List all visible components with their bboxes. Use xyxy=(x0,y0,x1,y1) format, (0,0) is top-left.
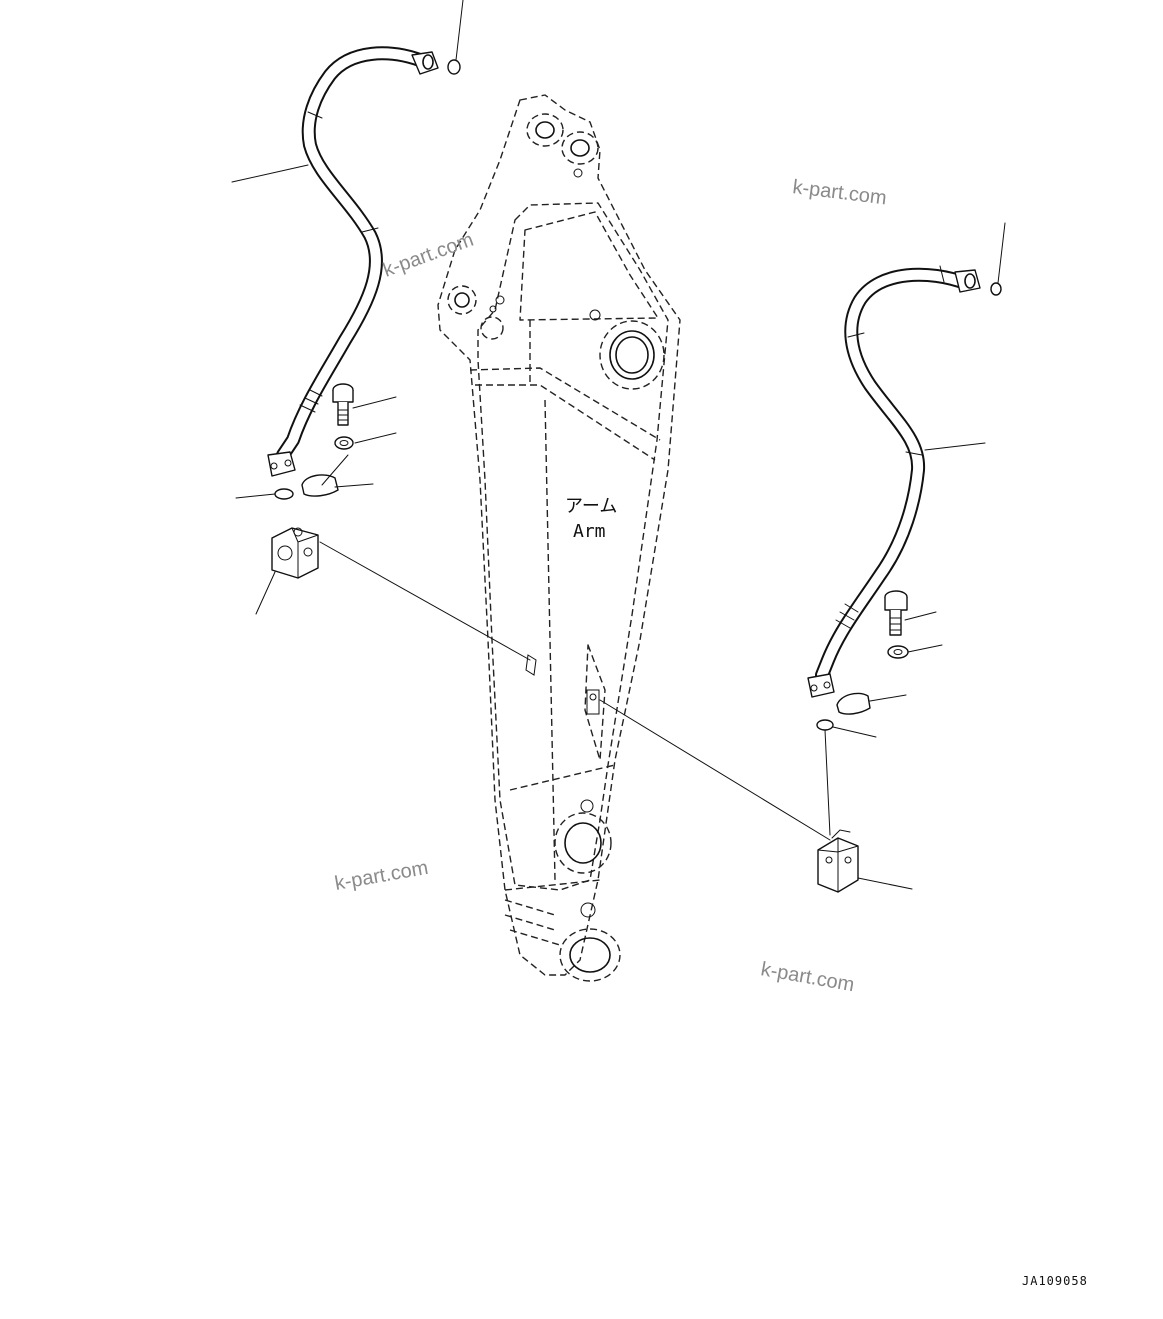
right-o-ring xyxy=(816,719,834,731)
connector-lines xyxy=(319,454,831,841)
arm-label-jp: アーム xyxy=(565,496,617,517)
watermarks: k-part.com k-part.com k-part.com k-part.… xyxy=(333,176,888,996)
drawing-code: JA109058 xyxy=(1022,1274,1088,1288)
right-split-flange xyxy=(836,692,871,715)
watermark: k-part.com xyxy=(791,176,887,209)
arm-assembly: アーム Arm xyxy=(437,94,681,982)
left-valve-block xyxy=(271,527,319,579)
arm-label-en: Arm xyxy=(573,521,606,542)
left-bolt xyxy=(332,383,354,426)
left-o-ring xyxy=(274,488,294,500)
leader-lines xyxy=(231,0,1006,890)
left-washer xyxy=(334,436,354,450)
left-hose xyxy=(267,46,439,477)
watermark: k-part.com xyxy=(380,229,476,282)
right-valve-block xyxy=(817,829,859,893)
watermark: k-part.com xyxy=(333,857,430,895)
right-bolt xyxy=(884,590,908,636)
right-hose xyxy=(807,265,981,698)
watermark: k-part.com xyxy=(759,958,856,996)
left-split-flange xyxy=(301,474,339,497)
right-washer xyxy=(887,645,909,659)
